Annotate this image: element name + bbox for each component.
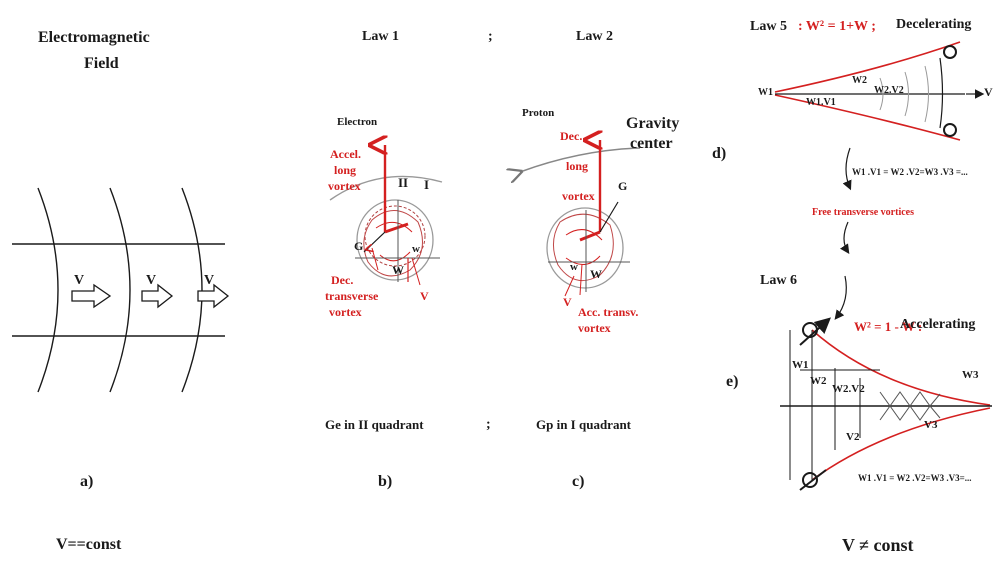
w3-label: W3 — [962, 369, 979, 381]
quadrant-II-label: II — [398, 175, 409, 190]
free-transverse-vortices-label: Free transverse vortices — [812, 207, 914, 218]
velocity-label: V — [146, 273, 157, 288]
accelerating-label: Accelerating — [900, 317, 976, 332]
gravity-center-label: center — [630, 135, 673, 152]
law2-heading: Law 2 — [576, 29, 613, 44]
w1-label: W1 — [758, 87, 773, 98]
law6-formula: W² = 1 - W : — [854, 319, 923, 334]
w-label: W — [590, 267, 602, 281]
velocity-label: V — [74, 273, 85, 288]
panel-e-caption: e) — [726, 373, 739, 390]
panel-b-electron — [329, 145, 443, 286]
v-label: V — [420, 289, 429, 303]
panel-a-title-line1: Electromagnetic — [38, 29, 150, 46]
velocity-arrow — [71, 283, 230, 309]
dec-long-vortex-label: long — [566, 159, 589, 173]
acc-transverse-vortex-label: vortex — [578, 321, 611, 335]
w2v2-label: W2.V2 — [874, 85, 904, 96]
gravity-point-label: G — [354, 239, 364, 253]
separator: ; — [486, 417, 491, 432]
v-label: V — [563, 295, 572, 309]
w-label: w — [570, 261, 578, 273]
w1-label: W1 — [792, 359, 809, 371]
law5-heading: Law 5 — [750, 19, 787, 34]
quadrant-I-label: I — [424, 177, 430, 192]
gravity-point-label: G — [618, 179, 628, 193]
dec-transverse-vortex-label: transverse — [325, 289, 379, 303]
accel-long-vortex-label: Accel. — [330, 147, 361, 161]
law6-heading: Law 6 — [760, 273, 797, 288]
gravity-center-label: Gravity — [626, 115, 680, 132]
w-label: W — [392, 263, 404, 277]
proton-label: Proton — [522, 107, 555, 119]
electron-label: Electron — [337, 116, 378, 128]
w2-label: W2 — [810, 375, 827, 387]
panel-a-title-line2: Field — [84, 55, 119, 72]
panel-b-caption: b) — [378, 473, 393, 490]
w2-label: W2 — [852, 75, 867, 86]
panel-e-footer: V ≠ const — [842, 535, 914, 555]
v3-label: V3 — [924, 419, 938, 431]
panel-d-decelerating — [774, 41, 985, 254]
panel-e-accelerating — [780, 275, 992, 491]
panel-a-field — [12, 187, 230, 393]
panel-a-caption: a) — [80, 473, 94, 490]
panel-c-caption: c) — [572, 473, 585, 490]
w-label: w — [412, 243, 420, 255]
law5-formula: : W² = 1+W ; — [798, 19, 876, 34]
dec-transverse-vortex-label: vortex — [329, 305, 362, 319]
accel-long-vortex-label: vortex — [328, 179, 361, 193]
dec-long-vortex-label: Dec. — [560, 129, 583, 143]
velocity-label: V — [204, 273, 215, 288]
gp-quadrant-text: Gp in I quadrant — [536, 417, 632, 432]
velocity-label: V — [984, 85, 993, 99]
w1v1-label: W1.V1 — [806, 97, 836, 108]
decelerating-label: Decelerating — [896, 17, 972, 32]
accel-long-vortex-label: long — [334, 163, 357, 177]
panel-c-proton — [520, 140, 641, 297]
v2-label: V2 — [846, 431, 860, 443]
ge-quadrant-text: Ge in II quadrant — [325, 417, 424, 432]
w2v2-label: W2.V2 — [832, 383, 865, 395]
acc-transverse-vortex-label: Acc. transv. — [578, 305, 639, 319]
separator: ; — [488, 29, 493, 44]
dec-transverse-vortex-label: Dec. — [331, 273, 354, 287]
law6-equation: W1 .V1 = W2 .V2=W3 .V3=... — [858, 473, 972, 483]
dec-long-vortex-label: vortex — [562, 189, 595, 203]
panel-a-footer: V==const — [56, 536, 122, 553]
panel-d-caption: d) — [712, 145, 727, 162]
law1-heading: Law 1 — [362, 29, 399, 44]
law5-equation: W1 .V1 = W2 .V2=W3 .V3 =... — [852, 167, 968, 177]
